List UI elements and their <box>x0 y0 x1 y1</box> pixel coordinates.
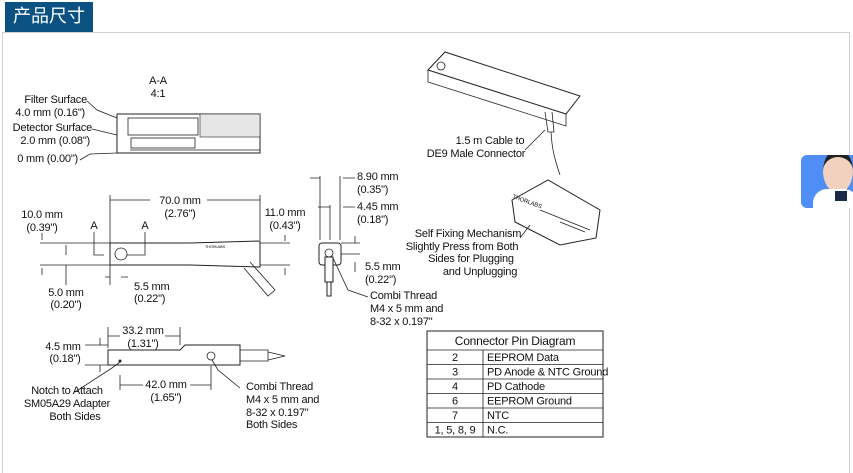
pin-function: NTC <box>487 410 509 422</box>
label: 10.0 mm <box>21 209 62 221</box>
label: 1.5 m Cable to <box>456 135 525 147</box>
section-title: A-A <box>149 75 168 87</box>
side-view <box>310 176 369 298</box>
pin-function: EEPROM Data <box>487 352 560 364</box>
label: 2.0 mm (0.08") <box>20 135 90 147</box>
avatar-tie <box>835 191 847 201</box>
label: (0.20") <box>50 299 81 311</box>
label: 8-32 x 0.197" <box>370 316 433 328</box>
pin-number: 4 <box>452 381 458 393</box>
cross-section <box>79 100 261 161</box>
label: 8.90 mm <box>357 171 398 183</box>
customer-service-button[interactable] <box>801 155 853 208</box>
label: (0.22") <box>365 274 396 286</box>
pin-number: 7 <box>452 410 458 422</box>
label: M4 x 5 mm and <box>370 303 443 315</box>
label: Combi Thread <box>370 290 437 302</box>
label: 42.0 mm <box>145 379 186 391</box>
label: 33.2 mm <box>122 325 163 337</box>
sensor-3d-view: THORLABS <box>427 51 601 246</box>
pin-function: PD Cathode <box>487 381 545 393</box>
connector-pin-table: Connector Pin Diagram 2 EEPROM Data 3 PD… <box>426 330 608 438</box>
pin-number: 1, 5, 8, 9 <box>435 425 476 437</box>
label: Filter Surface <box>24 94 87 106</box>
label: (0.43") <box>269 220 300 232</box>
label: 5.5 mm <box>134 281 170 293</box>
label: 5.5 mm <box>365 261 401 273</box>
label: (1.65") <box>150 392 181 404</box>
label: 8-32 x 0.197" <box>246 407 309 419</box>
top-view: THORLABS <box>40 195 290 297</box>
label: (1.31") <box>127 338 158 350</box>
label: 0 mm (0.00") <box>17 153 78 165</box>
pin-function: N.C. <box>487 425 508 437</box>
pin-number: 3 <box>452 367 458 379</box>
pin-function: EEPROM Ground <box>487 396 572 408</box>
label: (0.39") <box>26 222 57 234</box>
pin-number: 2 <box>452 352 458 364</box>
tab-product-dimensions[interactable]: 产品尺寸 <box>5 2 93 32</box>
label: Sides for Plugging <box>428 253 514 265</box>
avatar-shirt <box>813 189 853 208</box>
label: SM05A29 Adapter <box>24 398 111 410</box>
label: 11.0 mm <box>265 207 306 219</box>
label: Both Sides <box>49 411 101 423</box>
label: 5.0 mm <box>48 287 84 299</box>
avatar-face <box>823 155 853 193</box>
bottom-view <box>74 327 286 393</box>
section-marker: A <box>141 220 149 232</box>
label: (0.35") <box>357 184 388 196</box>
label: (0.22") <box>134 293 165 305</box>
label: Detector Surface <box>13 122 92 134</box>
label: Combi Thread <box>246 381 313 393</box>
label: M4 x 5 mm and <box>246 394 319 406</box>
pin-number: 6 <box>452 396 458 408</box>
label: Notch to Attach <box>31 385 103 397</box>
brand-label: THORLABS <box>205 244 225 249</box>
section-scale: 4:1 <box>151 88 166 100</box>
label: and Unplugging <box>443 266 517 278</box>
label: Self Fixing Mechanism <box>415 228 521 240</box>
table-title: Connector Pin Diagram <box>455 334 576 348</box>
label: 4.5 mm <box>45 341 81 353</box>
content-panel <box>2 32 850 473</box>
label: 70.0 mm <box>159 195 200 207</box>
label: Slightly Press from Both <box>406 241 519 253</box>
label: DE9 Male Connector <box>427 148 526 160</box>
label: Both Sides <box>246 419 298 431</box>
section-marker: A <box>90 220 98 232</box>
label: (0.18") <box>49 353 80 365</box>
pin-function: PD Anode & NTC Ground <box>487 367 608 379</box>
label: (2.76") <box>164 208 195 220</box>
label: 4.0 mm (0.16") <box>15 107 85 119</box>
label: (0.18") <box>357 214 388 226</box>
label: 4.45 mm <box>357 201 398 213</box>
